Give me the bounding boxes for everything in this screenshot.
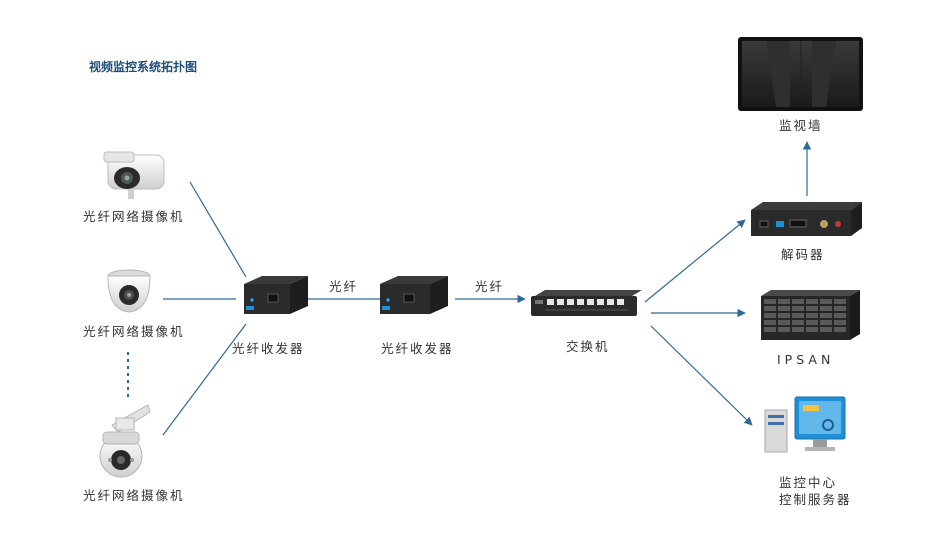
ipsan-label: IPSAN [777,352,834,367]
fiber-transceiver-2-icon [380,276,448,314]
edge-label-fiber-2: 光纤 [475,279,504,294]
dome-camera-label: 光纤网络摄像机 [83,324,185,339]
ptz-camera-icon [99,404,151,478]
edge-label-fiber-1: 光纤 [329,279,358,294]
switch-label: 交换机 [566,339,610,354]
edge-switch-to-decoder [644,219,746,303]
bullet-camera-label: 光纤网络摄像机 [83,209,185,224]
video-wall-icon [738,37,863,111]
edge-ptz-camera-to-transceiver [162,323,247,436]
decoder-icon [751,202,862,236]
network-switch-icon [531,290,642,316]
video-wall-label: 监视墙 [779,118,823,133]
dome-camera-icon [107,269,151,313]
fiber-transceiver-1-label: 光纤收发器 [232,341,305,356]
ipsan-storage-icon [761,290,860,340]
diagram-title: 视频监控系统拓扑图 [89,59,197,74]
ptz-camera-label: 光纤网络摄像机 [83,488,185,503]
edge-switch-to-control-center [650,325,753,426]
fiber-transceiver-1-icon [244,276,308,314]
decoder-label: 解码器 [781,247,825,262]
control-center-label-line1: 监控中心 [779,475,837,490]
control-server-pc-icon [764,396,846,453]
control-center-label-line2: 控制服务器 [779,492,852,507]
edge-bullet-camera-to-transceiver [189,181,247,278]
bullet-camera-icon [103,151,165,199]
fiber-transceiver-2-label: 光纤收发器 [381,341,454,356]
